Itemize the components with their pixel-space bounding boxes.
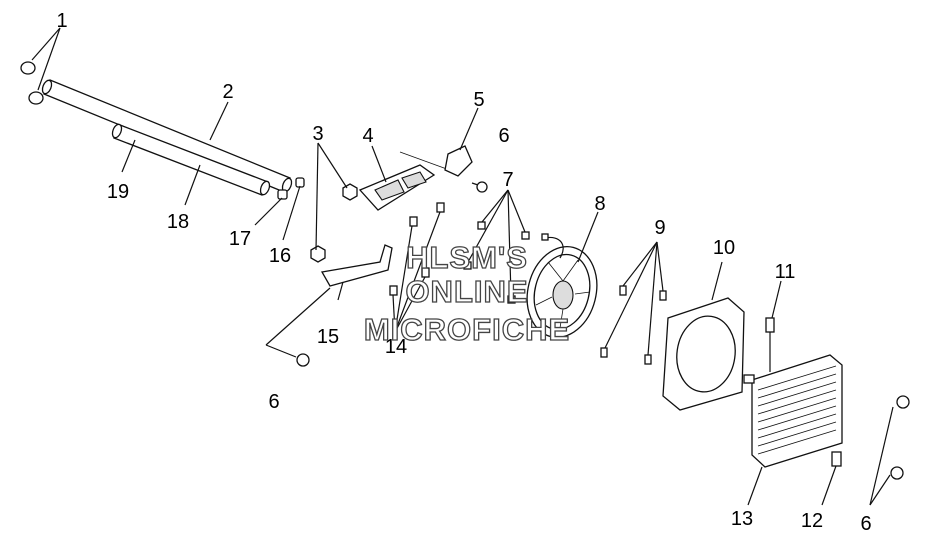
callout-15: 15	[317, 326, 339, 348]
callout-19: 19	[107, 181, 129, 203]
callout-6-top: 6	[498, 125, 509, 147]
watermark: HLSM'S ONLINE MICROFICHE	[363, 239, 570, 347]
part-fittings	[254, 177, 305, 241]
callout-17: 17	[229, 228, 251, 250]
callout-14: 14	[385, 336, 407, 358]
part-screws	[265, 181, 910, 506]
part-fan-shroud	[662, 261, 745, 411]
callout-12: 12	[801, 510, 823, 532]
watermark-line2: ONLINE	[405, 274, 528, 309]
part-sensor	[765, 280, 782, 372]
watermark-line1: HLSM'S	[406, 240, 528, 275]
part-small-clips	[600, 241, 667, 365]
callout-7: 7	[502, 169, 513, 191]
callouts: 1 2 3 4 5 6 6 6 7 8 9 10 11 12 13 14 15 …	[56, 10, 871, 535]
part-fasteners	[389, 202, 445, 333]
part-hose-clamps	[20, 27, 61, 105]
callout-4: 4	[362, 125, 373, 147]
part-bracket-plate	[358, 145, 456, 211]
part-nuts	[310, 142, 358, 263]
part-clips	[463, 189, 530, 304]
callout-11: 11	[775, 261, 796, 283]
callout-18: 18	[167, 211, 189, 233]
part-fan-assembly	[526, 211, 599, 339]
part-oil-cooler	[743, 354, 843, 506]
callout-10: 10	[713, 237, 735, 259]
callout-2: 2	[222, 81, 233, 103]
part-bracket	[444, 107, 479, 177]
watermark-line3: MICROFICHE	[364, 312, 570, 347]
part-short-tube	[111, 123, 271, 206]
part-retainer-clip	[821, 451, 842, 506]
callout-5: 5	[473, 89, 484, 111]
callout-16: 16	[269, 245, 291, 267]
callout-9: 9	[654, 217, 665, 239]
part-long-tube	[41, 79, 293, 193]
callout-8: 8	[594, 193, 605, 215]
callout-3: 3	[312, 123, 323, 145]
callout-13: 13	[731, 508, 753, 530]
part-mounting-bracket	[320, 244, 393, 301]
callout-1: 1	[56, 10, 67, 32]
callout-6-right: 6	[860, 513, 871, 535]
callout-6-left: 6	[268, 391, 279, 413]
